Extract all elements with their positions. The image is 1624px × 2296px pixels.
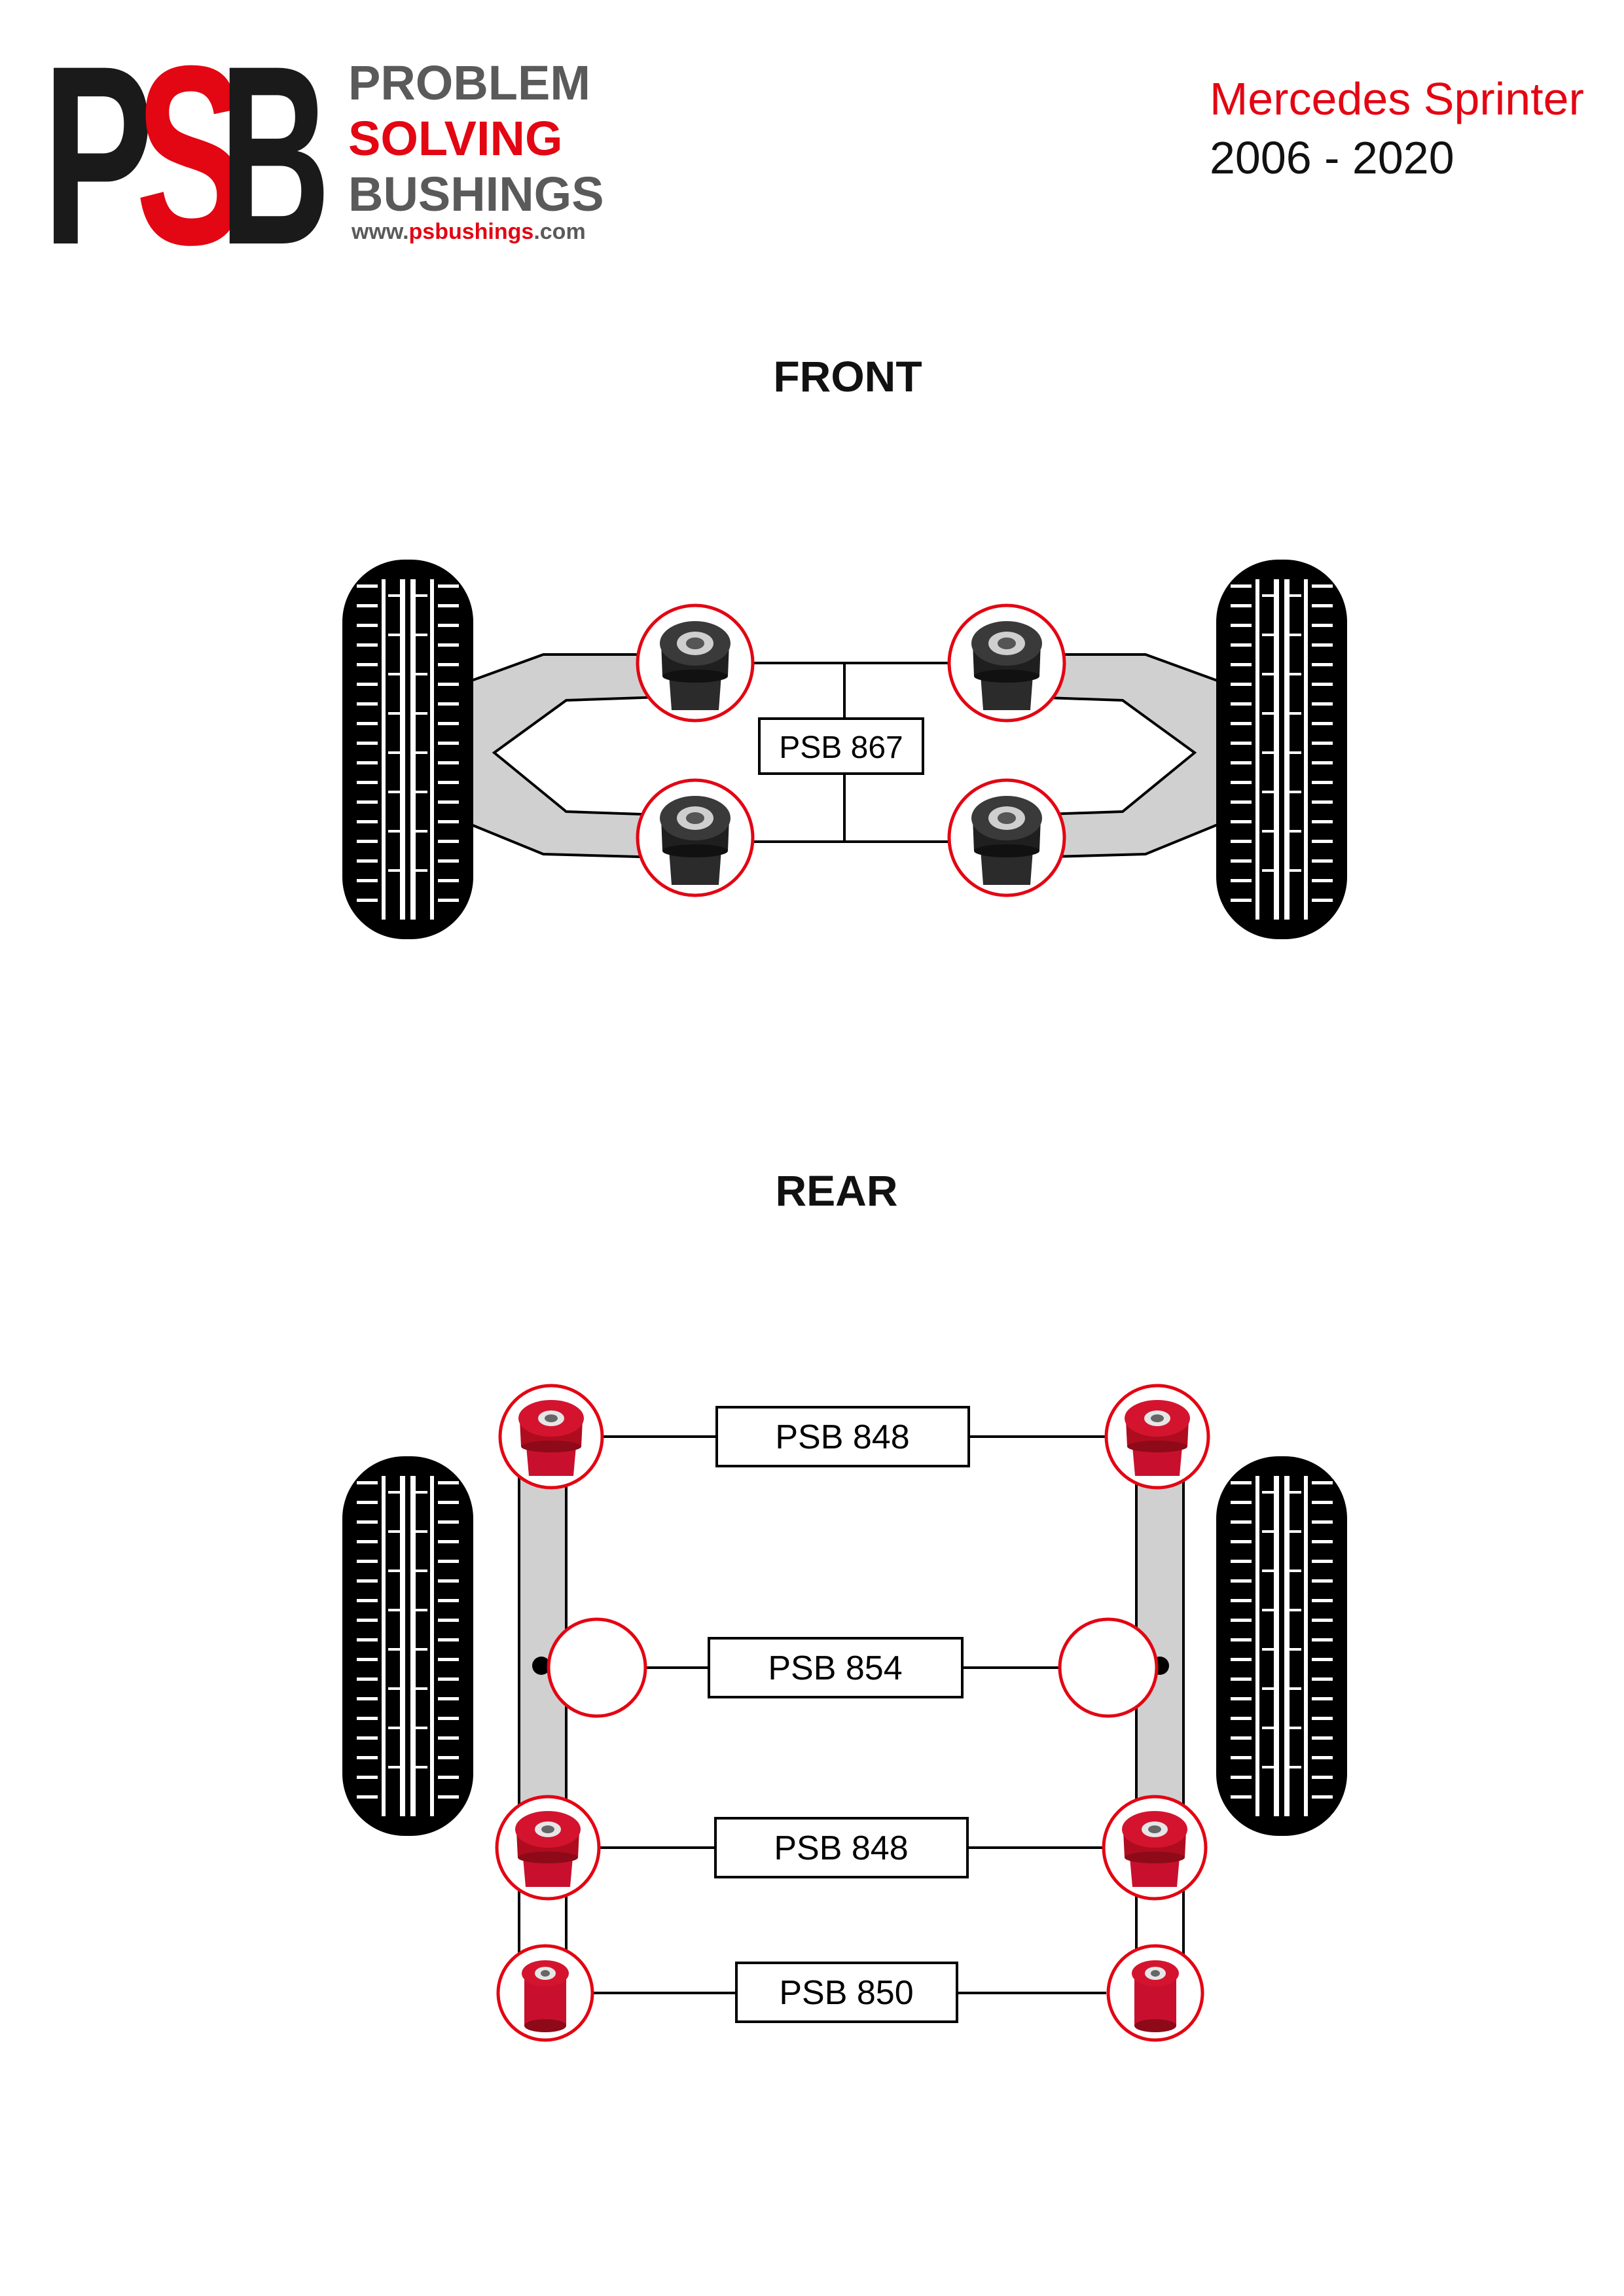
logo-letter-b: B xyxy=(219,12,331,298)
rear-heading: REAR xyxy=(775,1166,897,1215)
rear-part-label-3: PSB 848 xyxy=(774,1829,908,1867)
rear-part-label-box-4: PSB 850 xyxy=(735,1962,958,2023)
rear-right-wheel xyxy=(1216,1456,1347,1836)
front-right-wheel xyxy=(1216,560,1347,939)
front-bushing-upper-right xyxy=(949,605,1064,721)
front-bushing-lower-right xyxy=(949,780,1064,895)
rear-part-label-1: PSB 848 xyxy=(775,1418,909,1456)
rear-bushing-848-upper-left xyxy=(500,1386,602,1488)
front-heading: FRONT xyxy=(773,352,922,401)
front-bushing-upper-left xyxy=(638,605,753,721)
front-left-control-arm xyxy=(470,653,662,859)
rear-bushing-848-lower-right xyxy=(1104,1797,1206,1899)
vehicle-model: Mercedes Sprinter xyxy=(1210,73,1584,124)
front-left-wheel xyxy=(342,560,473,939)
front-part-label-box: PSB 867 xyxy=(758,717,924,775)
rear-bushing-854-left xyxy=(547,1617,647,1718)
rear-bushing-854-right xyxy=(1058,1617,1159,1718)
logo-url: www.psbushings.com xyxy=(351,219,586,244)
rear-part-label-2: PSB 854 xyxy=(768,1649,902,1687)
rear-bushing-848-upper-right xyxy=(1106,1386,1208,1488)
logo-word-problem: PROBLEM xyxy=(348,56,590,110)
front-part-label: PSB 867 xyxy=(779,730,903,765)
front-bushing-lower-left xyxy=(638,780,753,895)
rear-part-label-box-2: PSB 854 xyxy=(708,1637,964,1698)
rear-bushing-848-lower-left xyxy=(497,1797,599,1899)
rear-part-label-box-3: PSB 848 xyxy=(714,1817,969,1878)
logo-letter-s: S xyxy=(135,12,247,298)
rear-bushing-850-left xyxy=(498,1946,592,2040)
logo-word-solving: SOLVING xyxy=(348,111,563,166)
logo-url-brand: psbushings xyxy=(409,219,534,244)
rear-bushing-850-right xyxy=(1108,1946,1202,2040)
rear-connector-lines xyxy=(593,1435,1108,1994)
logo-word-bushings: BUSHINGS xyxy=(348,167,604,221)
rear-part-label-4: PSB 850 xyxy=(779,1974,913,2012)
rear-part-label-box-1: PSB 848 xyxy=(715,1406,970,1467)
front-connector-lines xyxy=(753,662,949,843)
logo-url-prefix: www. xyxy=(351,219,409,244)
rear-left-wheel xyxy=(342,1456,473,1836)
logo-letter-p: P xyxy=(43,12,154,298)
vehicle-years: 2006 - 2020 xyxy=(1210,132,1454,183)
brand-logo: P S B PROBLEM SOLVING BUSHINGS www.psbus… xyxy=(43,12,604,298)
logo-url-suffix: .com xyxy=(533,219,585,244)
